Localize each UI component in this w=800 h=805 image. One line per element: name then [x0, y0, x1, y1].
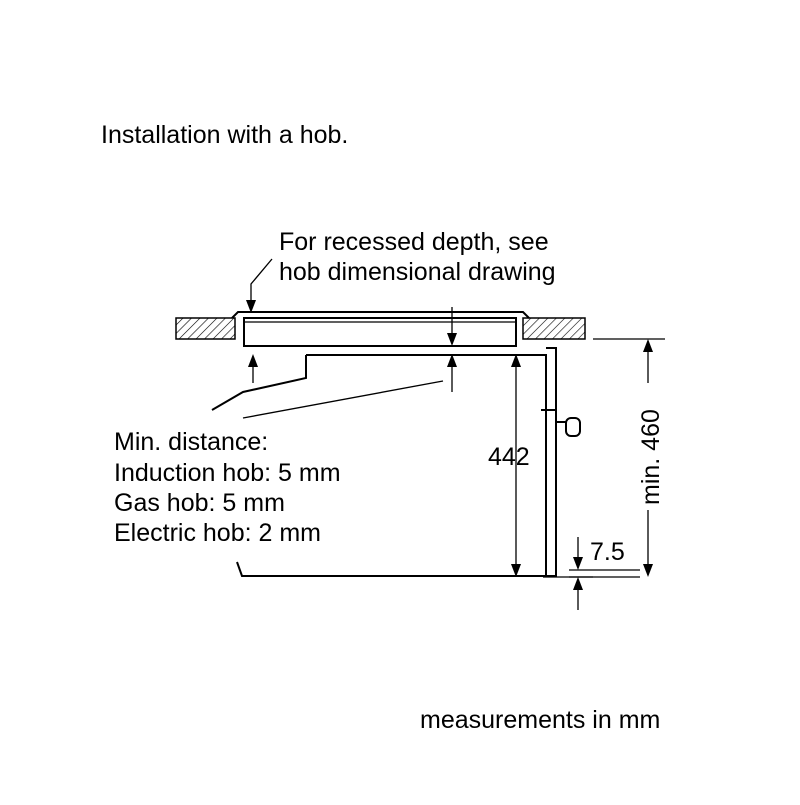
oven [211, 347, 640, 578]
dim-oven-height-label: 442 [488, 443, 530, 471]
hob-rim [231, 311, 530, 319]
worktop [175, 317, 665, 340]
hob-body [243, 317, 517, 347]
diagram-title: Installation with a hob. [101, 121, 348, 149]
callout-leader [246, 258, 273, 313]
min-distance-electric: Electric hob: 2 mm [114, 519, 321, 547]
dim-oven-height: 442 [488, 354, 530, 577]
oven-door [546, 347, 557, 577]
worktop-right [522, 317, 586, 340]
callout-line-2: hob dimensional drawing [279, 258, 556, 286]
dim-cavity-height-label: min. 460 [637, 409, 665, 505]
dim-bottom-offset-label: 7.5 [590, 538, 625, 566]
dim-bottom-offset: 7.5 [569, 537, 640, 610]
worktop-left [175, 317, 236, 340]
hob [231, 311, 530, 347]
dim-cavity-height: min. 460 [637, 339, 665, 577]
min-distance-induction: Induction hob: 5 mm [114, 459, 341, 487]
oven-top-recess [211, 355, 307, 411]
min-distance-leader [242, 380, 444, 419]
oven-knob [565, 417, 581, 437]
recess-depth-arrows [248, 307, 457, 392]
min-distance-gas: Gas hob: 5 mm [114, 489, 285, 517]
callout-line-1: For recessed depth, see [279, 228, 549, 256]
min-distance-heading: Min. distance: [114, 428, 268, 456]
footer-units: measurements in mm [420, 706, 660, 734]
